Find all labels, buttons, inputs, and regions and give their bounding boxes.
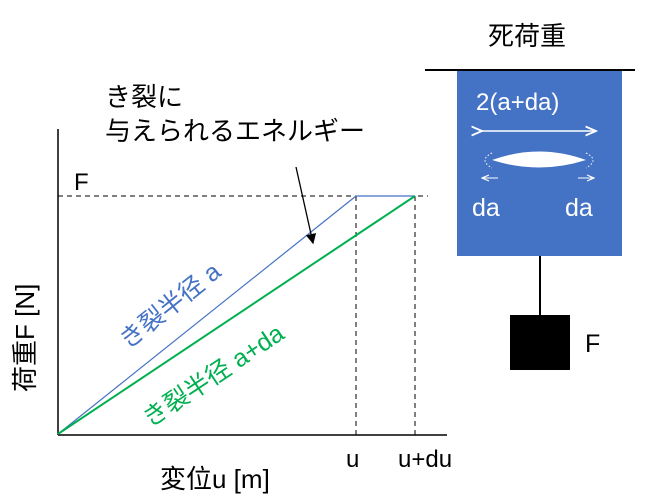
crack-shape xyxy=(492,151,586,168)
dead-load-title: 死荷重 xyxy=(488,21,566,51)
y-axis-label: 荷重F [N] xyxy=(10,284,40,392)
width-label: 2(a+da) xyxy=(476,89,559,116)
line-a-da-label: き裂半径 a+da xyxy=(138,319,289,433)
energy-arrow xyxy=(295,166,317,245)
tick-u: u xyxy=(346,446,359,473)
da-left-label: da xyxy=(472,194,500,222)
crack-a-da-line xyxy=(57,195,416,435)
x-axis-label: 変位u [m] xyxy=(160,464,270,494)
energy-label-line2: 与えられるエネルギー xyxy=(105,116,365,146)
energy-label-line1: き裂に xyxy=(105,82,183,112)
weight-label: F xyxy=(585,330,600,358)
force-label: F xyxy=(74,169,89,196)
da-right-label: da xyxy=(565,194,593,222)
crack-a-line xyxy=(57,195,415,435)
weight xyxy=(510,315,570,370)
tick-u-du: u+du xyxy=(398,446,452,473)
line-a-label: き裂半径 a xyxy=(114,257,226,354)
